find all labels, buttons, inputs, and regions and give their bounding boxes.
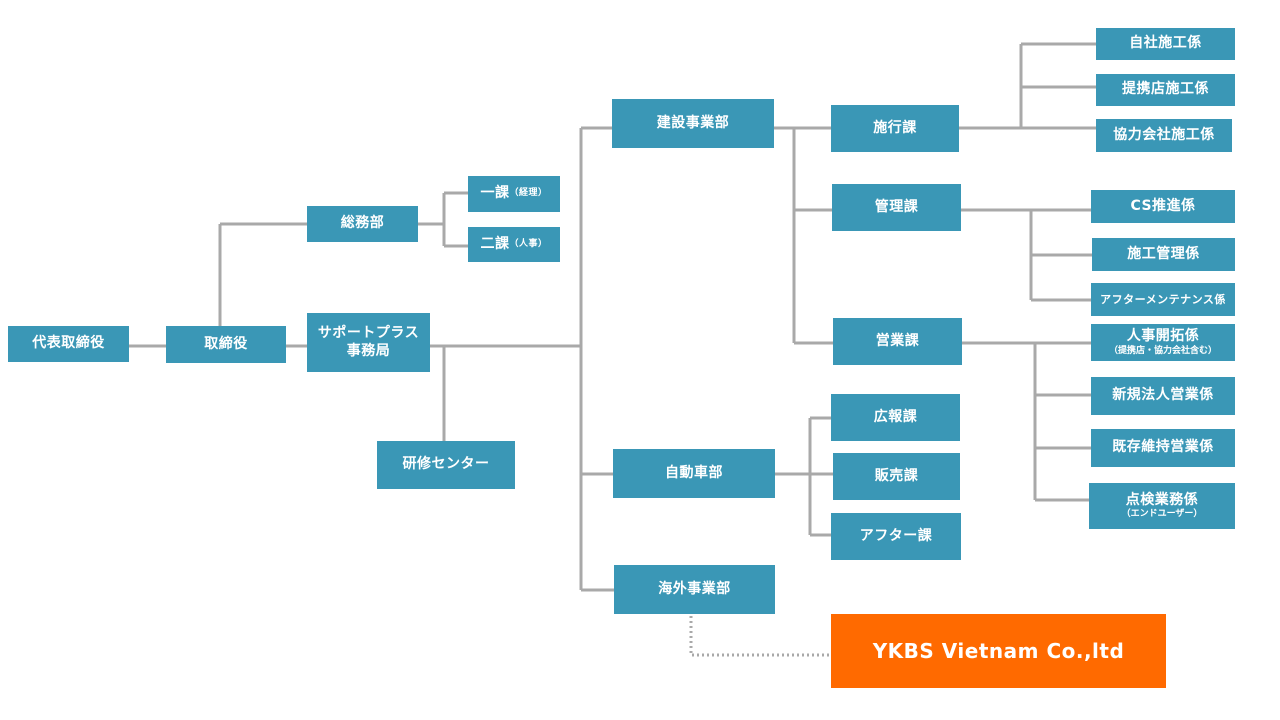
node-hr-development-group-note: （提携店・協力会社含む） bbox=[1108, 345, 1217, 356]
node-inspection-group-note: （エンドユーザー） bbox=[1121, 509, 1203, 520]
node-cs-promotion-group: CS推進係 bbox=[1091, 190, 1235, 223]
node-training-center-label: 研修センター bbox=[402, 456, 490, 473]
node-director-label: 取締役 bbox=[204, 335, 248, 352]
node-retail-section: 販売課 bbox=[833, 453, 960, 500]
node-construction-dept-label: 建設事業部 bbox=[656, 114, 730, 131]
node-automotive-dept: 自動車部 bbox=[613, 449, 775, 498]
node-construction-dept: 建設事業部 bbox=[612, 99, 774, 148]
node-own-works-group-label: 自社施工係 bbox=[1129, 35, 1202, 52]
node-new-corporate-sales-group: 新規法人営業係 bbox=[1091, 377, 1235, 415]
node-pr-section-label: 広報課 bbox=[873, 408, 918, 425]
node-hr-development-group-label: 人事開拓係 bbox=[1126, 328, 1200, 345]
node-automotive-dept-label: 自動車部 bbox=[665, 464, 723, 481]
node-after-maintenance-group: アフターメンテナンス係 bbox=[1091, 283, 1235, 316]
node-section2: 二課 （人事） bbox=[468, 227, 560, 262]
node-section2-label: 二課 bbox=[480, 235, 510, 252]
node-retail-section-label: 販売課 bbox=[874, 467, 919, 484]
node-after-section-label: アフター課 bbox=[859, 527, 933, 544]
node-cooperating-works-group-label: 協力会社施工係 bbox=[1113, 126, 1215, 143]
node-cs-promotion-group-label: CS推進係 bbox=[1130, 197, 1196, 214]
node-management-section-label: 管理課 bbox=[874, 198, 919, 215]
node-after-maintenance-group-label: アフターメンテナンス係 bbox=[1100, 292, 1226, 306]
node-execution-section-label: 施行課 bbox=[873, 119, 917, 136]
node-new-corporate-sales-group-label: 新規法人営業係 bbox=[1112, 387, 1214, 404]
node-inspection-group: 点検業務係 （エンドユーザー） bbox=[1089, 483, 1235, 529]
node-section1-label: 一課 bbox=[480, 185, 510, 202]
node-works-management-group-label: 施工管理係 bbox=[1127, 245, 1200, 262]
node-execution-section: 施行課 bbox=[831, 105, 959, 152]
node-after-section: アフター課 bbox=[831, 513, 961, 560]
node-pr-section: 広報課 bbox=[831, 394, 960, 441]
node-cooperating-works-group: 協力会社施工係 bbox=[1096, 119, 1232, 152]
node-existing-sales-group: 既存維持営業係 bbox=[1091, 429, 1235, 467]
node-own-works-group: 自社施工係 bbox=[1096, 28, 1235, 60]
node-vietnam-subsidiary-label: YKBS Vietnam Co.,ltd bbox=[872, 638, 1125, 663]
node-support-office: サポートプラス 事務局 bbox=[307, 313, 430, 372]
node-general-affairs: 総務部 bbox=[307, 206, 418, 242]
node-section2-note: （人事） bbox=[509, 238, 548, 249]
node-hr-development-group: 人事開拓係 （提携店・協力会社含む） bbox=[1091, 324, 1235, 361]
node-partner-store-works-group: 提携店施工係 bbox=[1096, 74, 1235, 106]
node-section1-note: （経理） bbox=[509, 188, 548, 199]
node-ceo-label: 代表取締役 bbox=[32, 335, 105, 352]
node-inspection-group-label: 点検業務係 bbox=[1125, 491, 1199, 508]
node-works-management-group: 施工管理係 bbox=[1092, 238, 1235, 271]
node-ceo: 代表取締役 bbox=[8, 326, 129, 362]
node-vietnam-subsidiary: YKBS Vietnam Co.,ltd bbox=[831, 614, 1166, 688]
node-partner-store-works-group-label: 提携店施工係 bbox=[1122, 81, 1209, 98]
node-section1: 一課 （経理） bbox=[468, 176, 560, 212]
node-support-office-label: サポートプラス 事務局 bbox=[317, 325, 420, 359]
node-director: 取締役 bbox=[166, 326, 286, 363]
node-overseas-dept: 海外事業部 bbox=[614, 565, 775, 614]
node-management-section: 管理課 bbox=[832, 184, 961, 231]
node-sales-section-label: 営業課 bbox=[875, 332, 920, 349]
node-overseas-dept-label: 海外事業部 bbox=[658, 580, 731, 597]
node-existing-sales-group-label: 既存維持営業係 bbox=[1112, 439, 1214, 456]
node-general-affairs-label: 総務部 bbox=[340, 215, 385, 232]
node-sales-section: 営業課 bbox=[833, 318, 962, 365]
node-training-center: 研修センター bbox=[377, 441, 515, 489]
